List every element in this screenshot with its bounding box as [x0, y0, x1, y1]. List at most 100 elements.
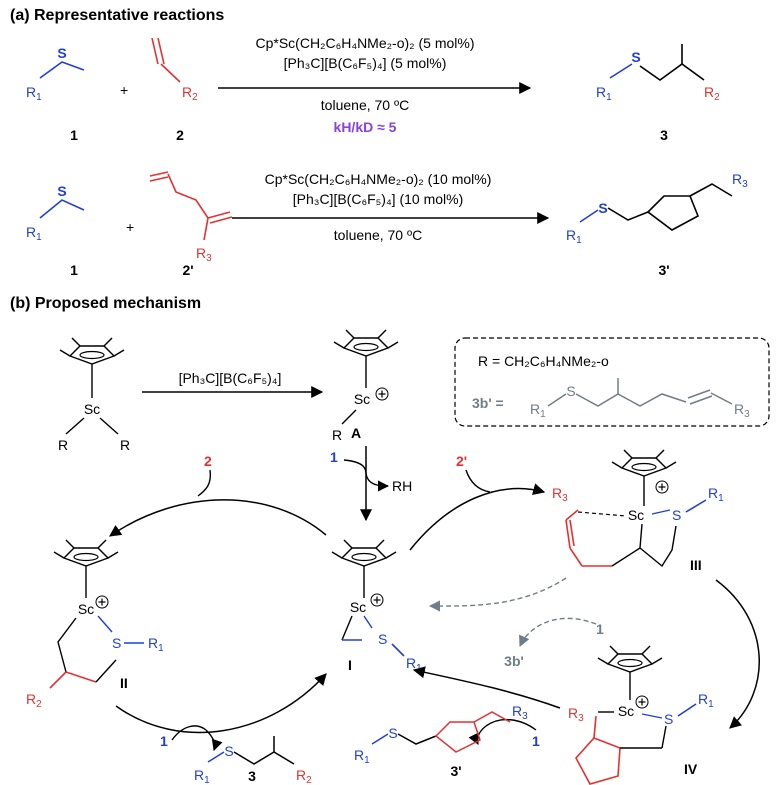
atom-r: R [332, 427, 342, 443]
substrate-1-structure: R1 S [26, 45, 85, 103]
atom-r1: R1 [530, 401, 546, 420]
label-rh: RH [392, 478, 412, 494]
atom-r3: R3 [734, 401, 750, 420]
diene-2p-structure: R3 [149, 171, 233, 264]
substrate-1-entry-curve [171, 725, 207, 741]
atom-r3: R3 [568, 705, 584, 724]
label-compound-3: 3 [660, 127, 668, 143]
label-compound-3p: 3' [658, 262, 669, 278]
product-3p-structure: R1 S R3 [354, 703, 528, 766]
atom-s: S [57, 183, 66, 199]
atom-s: S [672, 507, 681, 523]
plus-sign: + [120, 82, 128, 98]
atom-r3: R3 [196, 245, 212, 264]
atom-r2: R2 [704, 84, 720, 103]
atom-s: S [598, 200, 607, 216]
product-3-structure: R1 S R2 [194, 736, 312, 785]
atom-s: S [388, 725, 397, 741]
substrate-1-entry-curve [485, 719, 537, 731]
species-iii-structure: Sc S R1 R3 [552, 449, 724, 568]
product-3-release-curve [205, 729, 223, 752]
atom-sc: Sc [84, 401, 100, 417]
iii-to-iv-arrow [715, 579, 760, 729]
i-to-ii-arrow [109, 499, 327, 537]
legend-3b-label: 3b' = [472, 395, 504, 411]
legend-box: R = CH₂C₆H₄NMe₂-o 3b' = R1 S R3 [454, 337, 770, 427]
reaction-2: R1 S + R3 1 2' Cp*Sc(CH₂C₆H₄NMe₂-o)₂ (10… [26, 171, 748, 278]
atom-r: R [120, 437, 130, 453]
reaction-1: R1 S + R2 1 2 Cp*Sc(CH₂C₆H₄NMe₂-o)₂ (5 m… [26, 35, 720, 143]
label-species-ii: II [120, 675, 128, 691]
label-compound-3b: 3b' [504, 653, 524, 669]
atom-r1: R1 [26, 224, 42, 243]
atom-s: S [566, 383, 575, 399]
label-substrate-2p: 2' [456, 453, 467, 469]
atom-sc: Sc [618, 703, 634, 719]
label-substrate-1: 1 [330, 449, 338, 465]
atom-r3: R3 [732, 171, 748, 190]
i-to-iii-arrow [409, 483, 546, 551]
reaction-1-catalyst: Cp*Sc(CH₂C₆H₄NMe₂-o)₂ (5 mol%) [255, 35, 474, 51]
label-compound-1: 1 [70, 127, 78, 143]
reaction-2-conditions: toluene, 70 ºC [334, 227, 422, 243]
product-3-structure: R1 S R2 [596, 44, 720, 103]
substrate-2p-entry-curve [465, 469, 491, 493]
atom-r1: R1 [26, 84, 42, 103]
label-compound-1: 1 [70, 262, 78, 278]
side-path-arrow [428, 577, 567, 612]
atom-r1: R1 [698, 691, 714, 710]
species-a-structure: Sc R [332, 329, 399, 443]
atom-s: S [57, 45, 66, 61]
label-substrate-1: 1 [532, 733, 540, 749]
atom-r2: R2 [296, 767, 312, 785]
atom-r1: R1 [708, 485, 724, 504]
section-a-title: (a) Representative reactions [10, 7, 224, 24]
atom-s: S [664, 711, 673, 727]
atom-r1: R1 [566, 227, 582, 246]
species-i-structure: Sc S R1 [331, 539, 422, 674]
atom-s: S [224, 743, 233, 759]
reaction-2-catalyst: Cp*Sc(CH₂C₆H₄NMe₂-o)₂ (10 mol%) [265, 171, 492, 187]
plus-sign: + [126, 219, 134, 235]
kie-value: kH/kD ≈ 5 [334, 119, 397, 135]
substrate-2-entry-curve [197, 469, 212, 497]
atom-sc: Sc [354, 391, 370, 407]
reaction-1-activator: [Ph₃C][B(C₆F₅)₄] (5 mol%) [284, 55, 447, 71]
atom-r3: R3 [512, 703, 528, 722]
compound-3b-structure: R1 S R3 [530, 378, 750, 420]
atom-sc: Sc [350, 599, 366, 615]
atom-r2: R2 [26, 691, 42, 710]
label-species-iv: IV [684, 761, 698, 777]
atom-sc: Sc [78, 601, 94, 617]
precatalyst-structure: Sc R R [58, 337, 130, 453]
iv-to-i-arrow [412, 666, 561, 709]
label-substrate-1: 1 [160, 733, 168, 749]
atom-r1: R1 [194, 767, 210, 785]
atom-sc: Sc [628, 507, 644, 523]
label-compound-3: 3 [248, 768, 256, 784]
label-compound-3p: 3' [450, 763, 461, 779]
atom-s: S [378, 631, 387, 647]
label-species-iii: III [690, 557, 702, 573]
label-species-i: I [348, 657, 352, 673]
species-ii-structure: Sc S R1 R2 [26, 539, 164, 710]
activation-reagent: [Ph₃C][B(C₆F₅)₄] [179, 370, 282, 386]
atom-s: S [631, 49, 640, 65]
label-compound-2p: 2' [182, 262, 193, 278]
atom-s: S [112, 635, 121, 651]
label-compound-2: 2 [176, 127, 184, 143]
atom-r1: R1 [148, 635, 164, 654]
ii-to-i-arrow [115, 673, 327, 734]
atom-r3: R3 [552, 485, 568, 504]
side-path-release-curve [519, 617, 597, 648]
section-b-title: (b) Proposed mechanism [10, 295, 201, 312]
species-iv-structure: Sc R3 S R1 [568, 645, 714, 785]
substrate-entry-curve [343, 459, 367, 475]
atom-r2: R2 [182, 84, 198, 103]
substrate-1-structure: R1 S [26, 183, 85, 243]
label-substrate-2: 2 [204, 453, 212, 469]
alkene-2-structure: R2 [151, 37, 198, 103]
reaction-1-conditions: toluene, 70 ºC [321, 97, 409, 113]
label-side-substrate-1: 1 [596, 621, 604, 637]
